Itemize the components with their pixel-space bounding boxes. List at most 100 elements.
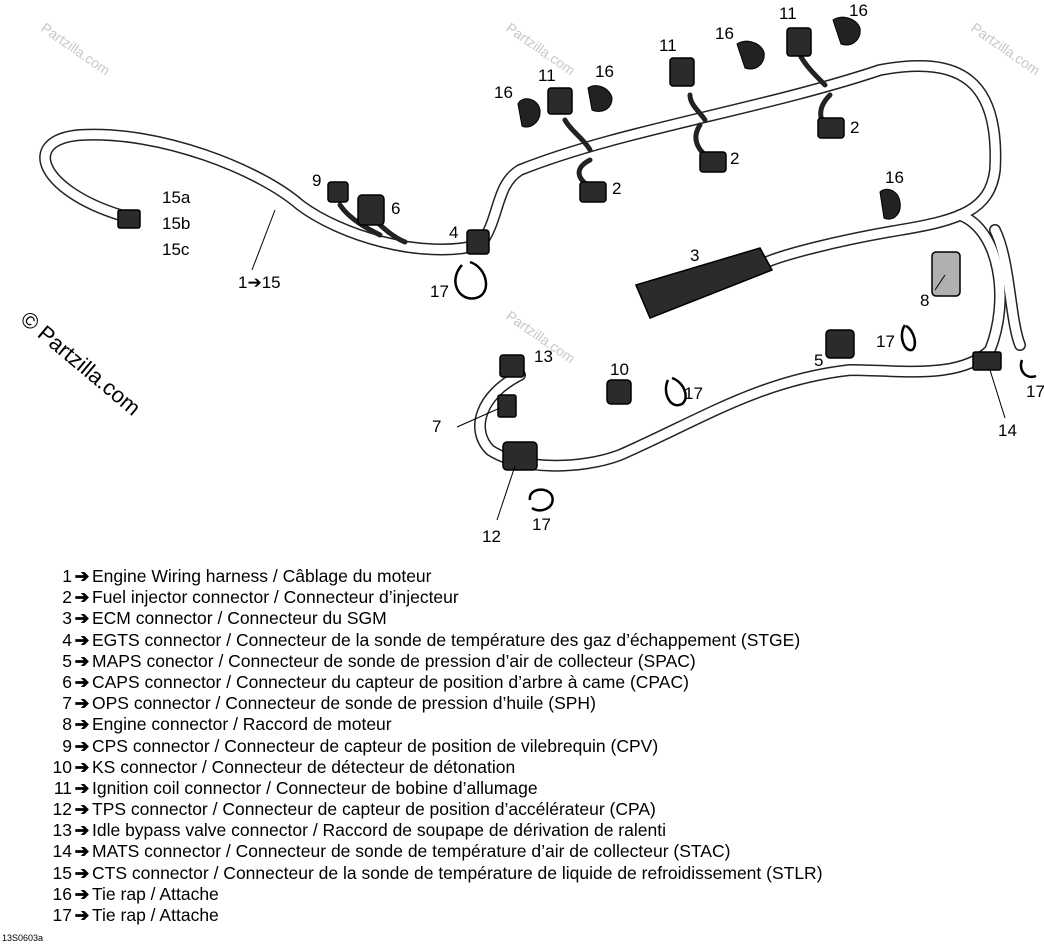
legend-item-text: EGTS connector / Connecteur de la sonde … [92, 629, 801, 650]
legend-item: 13➔Idle bypass valve connector / Raccord… [40, 820, 1040, 841]
legend-item: 8➔Engine connector / Raccord de moteur [40, 714, 1040, 735]
legend-item-text: MAPS conector / Connecteur de sonde de p… [92, 650, 696, 671]
callout-3: 3 [690, 246, 699, 265]
legend-item: 6➔CAPS connector / Connecteur du capteur… [40, 672, 1040, 693]
legend-item-number: 2 [62, 587, 72, 608]
tie-rap-16-a-icon [517, 98, 541, 128]
legend-item: 2➔Fuel injector connector / Connecteur d… [40, 587, 1040, 608]
legend-item-text: Engine Wiring harness / Câblage du moteu… [92, 566, 432, 586]
callout-17-c: 17 [1026, 382, 1044, 401]
legend-item-number: 4 [62, 629, 72, 650]
legend-item: 9➔CPS connector / Connecteur de capteur … [40, 736, 1040, 757]
callout-9: 9 [312, 171, 321, 190]
callout-8: 8 [920, 291, 929, 310]
ignition-coil-connector-b-icon [669, 57, 695, 87]
arrow-icon: ➔ [74, 820, 90, 841]
callout-2-c: 2 [850, 118, 859, 137]
arrow-icon: ➔ [74, 693, 90, 714]
legend-item-number: 10 [52, 756, 72, 777]
legend-item: 10➔KS connector / Connecteur de détecteu… [40, 757, 1040, 778]
tie-rap-16-c-icon [736, 40, 765, 70]
ops-connector-icon [497, 394, 517, 418]
callout-17-a: 17 [430, 282, 449, 301]
tie-rap-16-d-icon [832, 16, 861, 46]
wiring-harness-diagram: Partzilla.com Partzilla.com Partzilla.co… [38, 1, 1044, 546]
legend-item-number: 5 [62, 650, 72, 671]
legend-item-text: CTS connector / Connecteur de la sonde d… [92, 862, 823, 883]
legend-item: 1➔Engine Wiring harness / Câblage du mot… [40, 566, 1040, 587]
legend-item-text: CAPS connector / Connecteur du capteur d… [92, 671, 689, 692]
legend-item: 14➔MATS connector / Connecteur de sonde … [40, 841, 1040, 862]
tie-rap-17-d-icon [664, 376, 687, 407]
callout-5: 5 [814, 351, 823, 370]
callout-11-c: 11 [779, 4, 797, 23]
legend-item-number: 9 [62, 735, 72, 756]
figure-code: 13S0603a [2, 933, 44, 943]
legend-item: 17➔Tie rap / Attache [40, 905, 1040, 926]
legend-item-number: 12 [52, 799, 72, 820]
tie-rap-17-e-icon [528, 488, 554, 512]
legend-item-text: Idle bypass valve connector / Raccord de… [92, 820, 666, 841]
maps-connector-icon [825, 329, 855, 359]
tie-rap-17-a-icon [454, 260, 488, 300]
legend-item: 7➔OPS connector / Connecteur de sonde de… [40, 693, 1040, 714]
connector-9-icon [327, 181, 349, 203]
callout-14: 14 [998, 421, 1017, 440]
legend-item-text: CPS connector / Connecteur de capteur de… [92, 735, 659, 756]
arrow-icon: ➔ [74, 566, 90, 586]
legend-item-number: 8 [62, 714, 72, 735]
callout-13: 13 [534, 347, 553, 366]
callout-15a: 15a [162, 188, 191, 207]
legend-item: 4➔EGTS connector / Connecteur de la sond… [40, 630, 1040, 651]
callout-2-b: 2 [730, 149, 739, 168]
injector-connector-b-icon [699, 151, 727, 173]
legend-item-text: Tie rap / Attache [92, 905, 219, 925]
arrow-icon: ➔ [74, 799, 90, 820]
connector-15-icon [117, 209, 141, 229]
tps-connector-icon [502, 441, 538, 471]
callout-16-d: 16 [849, 1, 868, 20]
ks-connector-icon [606, 379, 632, 405]
legend-item-text: OPS connector / Connecteur de sonde de p… [92, 693, 596, 714]
callout-16-a: 16 [494, 83, 513, 102]
callout-4: 4 [449, 223, 458, 242]
parts-legend: 1➔Engine Wiring harness / Câblage du mot… [40, 566, 1040, 926]
arrow-icon: ➔ [74, 777, 90, 798]
callout-1-to-15: 1➔15 [238, 273, 281, 292]
callout-11-b: 11 [659, 36, 677, 55]
arrow-icon: ➔ [74, 650, 90, 671]
ignition-coil-connector-a-icon [547, 87, 573, 115]
callout-16-c: 16 [715, 24, 734, 43]
legend-item-text: Ignition coil connector / Connecteur de … [92, 777, 538, 798]
legend-item-number: 14 [52, 841, 72, 862]
leader-lines [251, 209, 1006, 521]
arrow-icon: ➔ [74, 862, 90, 883]
harness-bundle [39, 52, 1026, 472]
watermark-3: Partzilla.com [968, 19, 1043, 78]
callout-7: 7 [432, 417, 441, 436]
arrow-icon: ➔ [74, 629, 90, 650]
legend-item-number: 15 [52, 862, 72, 883]
ecm-connector-icon [634, 247, 774, 319]
callout-numbers: 15a 15b 15c 1➔15 9 6 4 17 16 11 16 11 16… [162, 1, 1044, 546]
legend-item: 15➔CTS connector / Connecteur de la sond… [40, 863, 1040, 884]
callout-16-e: 16 [885, 168, 904, 187]
callout-12: 12 [482, 527, 501, 546]
callout-17-b: 17 [876, 332, 895, 351]
callout-2-a: 2 [612, 179, 621, 198]
legend-item-number: 3 [62, 608, 72, 629]
legend-item-text: Engine connector / Raccord de moteur [92, 714, 392, 735]
ignition-coil-connector-c-icon [786, 27, 812, 57]
arrow-icon: ➔ [74, 608, 90, 629]
legend-item: 3➔ECM connector / Connecteur du SGM [40, 608, 1040, 629]
legend-item-text: Tie rap / Attache [92, 883, 219, 904]
tie-rap-17-c-icon [1019, 359, 1037, 379]
callout-15b: 15b [162, 214, 190, 233]
tie-raps-17 [454, 260, 1037, 512]
callout-17-e: 17 [532, 515, 551, 534]
arrow-icon: ➔ [74, 905, 90, 925]
legend-item-number: 7 [62, 693, 72, 714]
legend-item-text: ECM connector / Connecteur du SGM [92, 608, 387, 629]
legend-item-text: MATS connector / Connecteur de sonde de … [92, 841, 731, 862]
watermark-1: Partzilla.com [38, 19, 113, 78]
